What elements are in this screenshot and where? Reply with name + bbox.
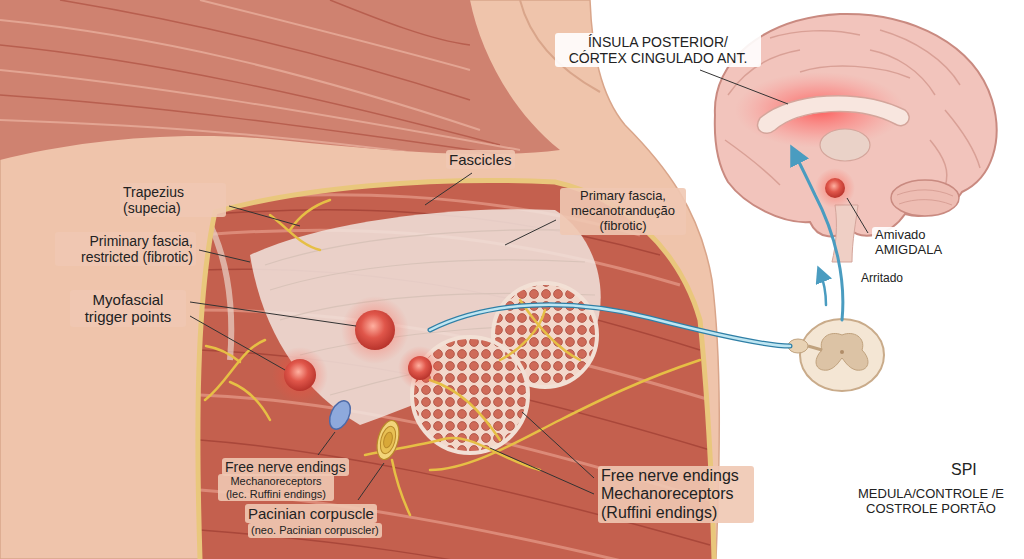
part-sublabel: (neo. Pacinian corpuscler)	[248, 523, 382, 538]
gyrus	[725, 140, 780, 185]
part-sublabel: Mechanoreceptors (lec. Ruffini endings)	[218, 474, 334, 501]
spinal-cord	[800, 319, 884, 391]
leader-line	[318, 432, 335, 455]
nerve	[520, 300, 580, 360]
region-label: SPI	[948, 460, 980, 480]
spinal-cord-section	[788, 319, 884, 391]
trigger-halo	[398, 346, 442, 390]
pacinian-corpuscle	[373, 418, 403, 462]
leader-line	[199, 250, 250, 262]
muscle-striations	[0, 0, 540, 170]
leader-line	[505, 220, 556, 245]
leader-line	[490, 448, 594, 494]
region-label: ÍNSULA POSTERIOR/ CÓRTEX CINGULADO ANT.	[555, 33, 761, 67]
nerve	[392, 460, 410, 515]
leader-line	[847, 198, 868, 233]
leader-line	[358, 463, 384, 500]
gyrus	[930, 140, 947, 186]
striation	[200, 0, 470, 70]
gyri	[725, 30, 980, 186]
cerebellum	[891, 180, 959, 216]
leader-lines	[190, 70, 868, 500]
afferent-pathway	[430, 305, 790, 346]
part-label: Myofascial trigger points	[70, 290, 186, 327]
nerve	[440, 438, 540, 470]
thalamus	[820, 129, 870, 161]
nerve-pathway	[430, 152, 843, 346]
part-label: Free nerve endings Mechanoreceptors (Ruf…	[598, 466, 754, 523]
nerve	[230, 382, 270, 420]
nerve	[205, 340, 265, 400]
gyrus	[770, 31, 860, 38]
corpuscle-layer	[382, 431, 394, 449]
gyrus	[945, 110, 980, 168]
striation	[0, 70, 520, 150]
striation	[0, 120, 540, 170]
region-label: MEDULA/CONTROLE /E COSTROLE PORTÃO	[846, 486, 1016, 518]
trigger-point	[355, 310, 395, 350]
dorsal-root	[808, 346, 822, 350]
corpuscle-layer	[373, 418, 403, 462]
part-label: Trapezius (supecia)	[120, 183, 226, 217]
striation	[330, 0, 470, 45]
leader-line	[229, 206, 300, 226]
nerve	[290, 200, 330, 230]
afferent-pathway	[430, 305, 790, 346]
leader-line	[522, 412, 594, 478]
part-label: Priminary fascia, restricted (fibrotic)	[55, 232, 196, 266]
ascending-arrow	[820, 272, 826, 305]
region-label: Amivado AMIGDALA	[872, 227, 968, 259]
striation	[0, 45, 500, 145]
leader-line	[190, 302, 356, 326]
trigger-halo	[272, 347, 328, 403]
nerve	[430, 380, 500, 440]
corpuscle-layer	[378, 425, 399, 456]
trigger-point	[408, 356, 432, 380]
nerve	[430, 360, 700, 470]
part-label: Primary fascia, mecanotrandução (fibroti…	[560, 188, 686, 235]
trigger-halo	[341, 296, 409, 364]
nerve	[365, 440, 440, 455]
part-label: Fascicles	[446, 150, 515, 169]
pathway-label: Arritado	[858, 271, 906, 287]
nerve	[270, 215, 320, 250]
leader-line	[190, 316, 285, 370]
striation	[60, 0, 470, 100]
leader-line	[425, 173, 472, 205]
leader-line	[700, 70, 788, 104]
central-canal	[840, 350, 844, 354]
nerve	[500, 310, 545, 360]
amygdala	[825, 178, 845, 198]
trigger-point	[284, 359, 316, 391]
free-nerve-ending	[326, 398, 355, 433]
neck-muscle-area	[0, 0, 560, 160]
grey-matter	[816, 333, 868, 370]
part-label: Pacinian corpuscle	[245, 504, 377, 523]
ascending-pathway	[794, 152, 843, 320]
nerve	[206, 346, 240, 362]
cerebellum-folia	[897, 190, 953, 205]
neck-muscle	[0, 0, 560, 170]
